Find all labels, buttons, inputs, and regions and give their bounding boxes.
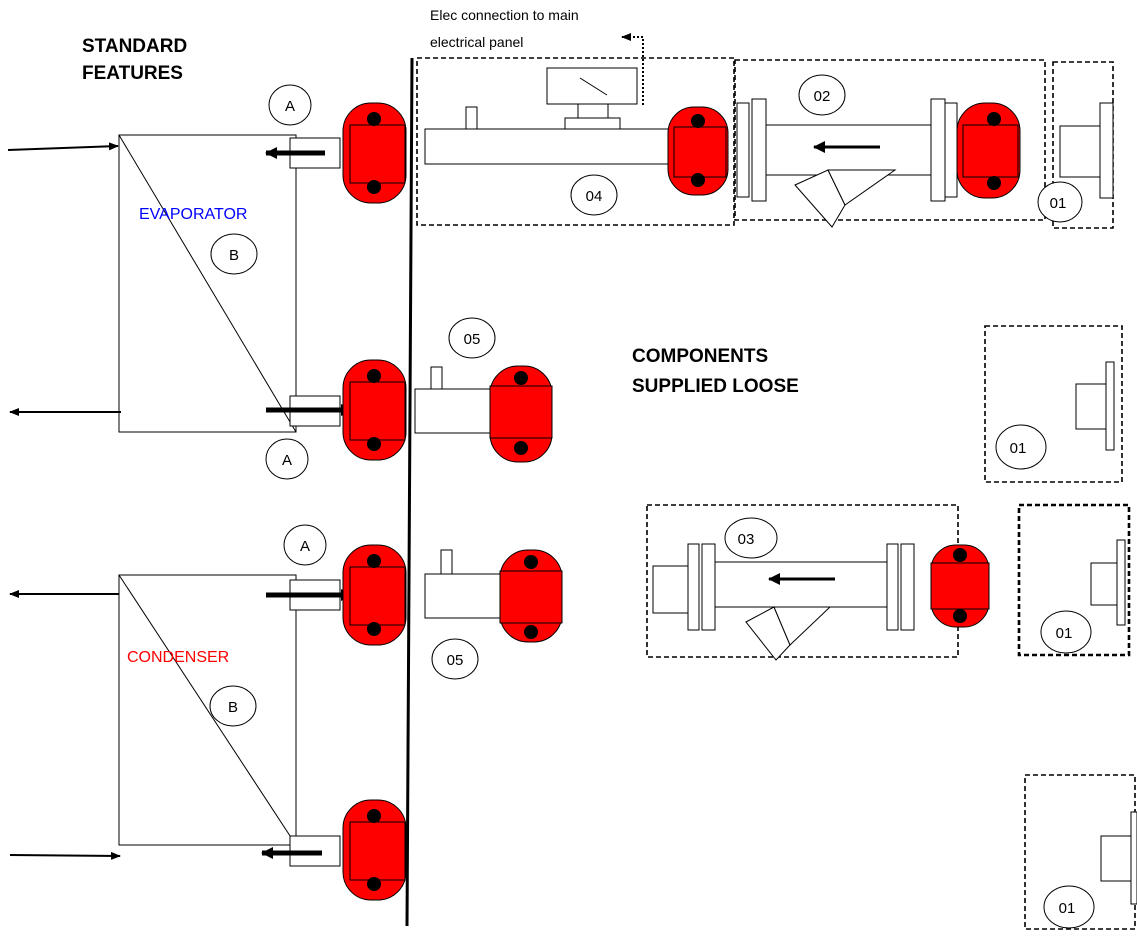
coupling-evap-top [342,102,407,204]
callout-b-cond: B [209,685,257,727]
component-05-sensor-bottom [424,549,563,643]
component-01-boundary-c [1017,503,1131,657]
svg-text:03: 03 [738,531,755,548]
callout-05-bottom: 05 [431,638,479,680]
evaporator-diagonal [118,134,297,433]
callout-b-evap: B [210,233,258,275]
svg-text:01: 01 [1059,900,1076,917]
components-loose-heading-line1: COMPONENTS [632,346,768,367]
svg-text:01: 01 [1056,625,1073,642]
component-04-boundary [416,57,735,226]
component-01-flange-b [1075,361,1115,451]
evaporator: EVAPORATOR [7,134,297,433]
component-02-boundary [734,59,1046,221]
component-05-sensor-top [414,365,553,463]
standard-features-heading-line2: FEATURES [82,63,183,84]
callout-a-cond-top: A [283,524,327,566]
evaporator-label: EVAPORATOR [139,206,247,223]
component-01-flange-d [1100,811,1137,905]
coupling-05-bottom [499,549,563,643]
callout-01-a: 01 [1037,181,1083,223]
component-02-strainer [736,98,1021,228]
svg-text:04: 04 [586,188,603,205]
coupling-cond-top [342,544,407,646]
svg-text:A: A [300,538,310,555]
svg-text:05: 05 [464,331,481,348]
svg-text:B: B [228,699,238,716]
coupling-evap-bottom [342,359,407,461]
coupling-03 [930,544,990,628]
unit-boundary-line [405,57,414,927]
callout-01-c: 01 [1040,610,1092,654]
elec-note-line2: electrical panel [430,34,523,50]
callout-a-evap-top: A [268,84,312,126]
callout-a-evap-bottom: A [265,438,309,480]
callout-01-b: 01 [995,424,1047,470]
elec-connection-arrow [621,33,644,105]
condenser-label: CONDENSER [127,649,229,666]
callout-04: 04 [570,174,618,216]
svg-text:01: 01 [1010,440,1027,457]
condenser: CONDENSER [9,574,297,860]
component-01-flange-c [1090,539,1126,626]
elec-note-line1: Elec connection to main [430,7,579,23]
svg-text:02: 02 [814,88,831,105]
callout-03: 03 [724,517,778,559]
evaporator-inlet-arrow [7,142,119,151]
svg-text:A: A [282,452,292,469]
callout-02: 02 [798,74,846,116]
svg-text:A: A [285,98,295,115]
component-01-boundary-b [984,325,1123,483]
coupling-cond-bottom [342,799,407,901]
component-01-boundary-a [1052,61,1114,229]
condenser-diagonal [118,574,297,846]
coupling-04 [667,106,729,196]
callout-05-top: 05 [448,317,496,359]
component-01-flange-a [1059,102,1114,199]
svg-text:01: 01 [1050,195,1067,212]
svg-text:B: B [229,247,239,264]
svg-text:05: 05 [447,652,464,669]
component-03-strainer [652,543,990,661]
components-loose-heading-line2: SUPPLIED LOOSE [632,376,799,397]
callout-01-d: 01 [1043,885,1095,929]
coupling-05-top [489,365,553,463]
standard-features-heading-line1: STANDARD [82,36,187,57]
condenser-inlet-arrow [9,851,121,860]
component-04-flow-switch [424,67,729,196]
coupling-02 [956,102,1021,199]
